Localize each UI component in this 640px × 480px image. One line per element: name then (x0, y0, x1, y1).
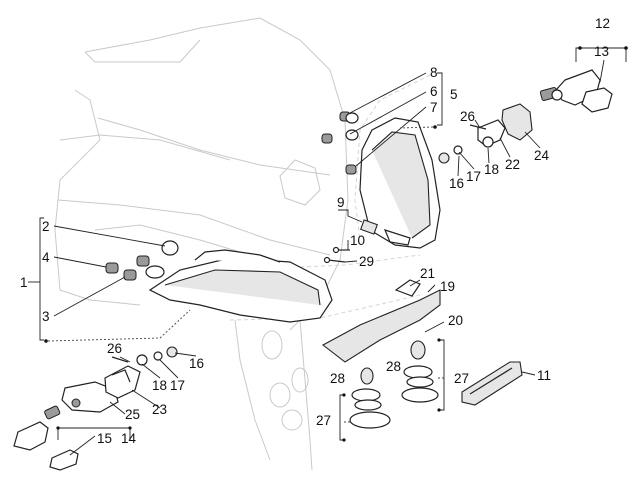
callout-4: 4 (42, 250, 50, 265)
callout-16-left: 16 (189, 356, 204, 371)
callout-17-right: 17 (466, 169, 481, 184)
callout-23: 23 (152, 402, 167, 417)
callout-20: 20 (448, 313, 463, 328)
left-indicator-cap (49, 449, 79, 471)
callout-11: 11 (537, 368, 551, 383)
scooter-body-outline (54, 17, 431, 471)
right-indicator-lens (581, 87, 613, 113)
parts (13, 69, 613, 471)
right-bracket-24 (501, 103, 533, 141)
washer-17-left (153, 351, 163, 361)
callout-1: 1 (20, 275, 28, 290)
callout-26-right: 26 (460, 109, 475, 124)
nut-16-left (166, 346, 178, 358)
clip-9 (360, 219, 378, 235)
screw-29 (327, 259, 346, 263)
plate-light-28b (410, 340, 426, 360)
license-plate-holder (321, 289, 441, 363)
callout-9: 9 (337, 195, 345, 210)
washer-17-right (453, 145, 463, 155)
bulb-4a (136, 255, 150, 267)
screw-26-left (111, 356, 129, 363)
callout-13: 13 (594, 44, 609, 59)
nut-16-right (438, 152, 450, 164)
callout-7: 7 (430, 100, 438, 115)
plate-light-27b (401, 387, 439, 403)
plate-light-28a (360, 367, 374, 385)
leader-lines (28, 46, 628, 456)
callout-24: 24 (534, 148, 550, 163)
plate-light-27a (349, 411, 391, 429)
callout-27-left: 27 (316, 413, 331, 428)
callout-10: 10 (350, 233, 365, 248)
bulb-2 (161, 240, 179, 256)
callout-5: 5 (450, 87, 458, 102)
callout-15: 15 (97, 431, 112, 446)
callout-12: 12 (595, 16, 610, 31)
callout-8: 8 (430, 65, 438, 80)
callout-25: 25 (125, 407, 140, 422)
callout-2: 2 (42, 219, 50, 234)
callout-26-left: 26 (107, 341, 122, 356)
callout-6: 6 (430, 84, 438, 99)
bulb-4b (105, 262, 119, 274)
screw-26-right (469, 124, 487, 130)
callout-19: 19 (440, 279, 455, 294)
callout-18-left: 18 (152, 378, 167, 393)
callout-17-left: 17 (170, 378, 185, 393)
bulb-6 (321, 133, 333, 144)
bulb-3 (123, 269, 137, 281)
callout-14: 14 (121, 431, 137, 446)
callout-16-right: 16 (449, 176, 464, 191)
reflector-11 (461, 361, 523, 406)
callout-18-right: 18 (484, 162, 499, 177)
callout-3: 3 (42, 309, 50, 324)
left-indicator-lens (13, 421, 49, 451)
callout-28-left: 28 (330, 371, 345, 386)
bulb-7 (345, 164, 357, 175)
callouts: 1 2 3 4 5 6 7 8 9 10 11 12 13 14 15 16 1… (20, 16, 610, 446)
callout-22: 22 (505, 157, 520, 172)
callout-27-right: 27 (454, 371, 469, 386)
washer-18-left (136, 354, 148, 366)
callout-28-right: 28 (386, 359, 401, 374)
callout-29: 29 (359, 254, 374, 269)
callout-21: 21 (420, 266, 435, 281)
